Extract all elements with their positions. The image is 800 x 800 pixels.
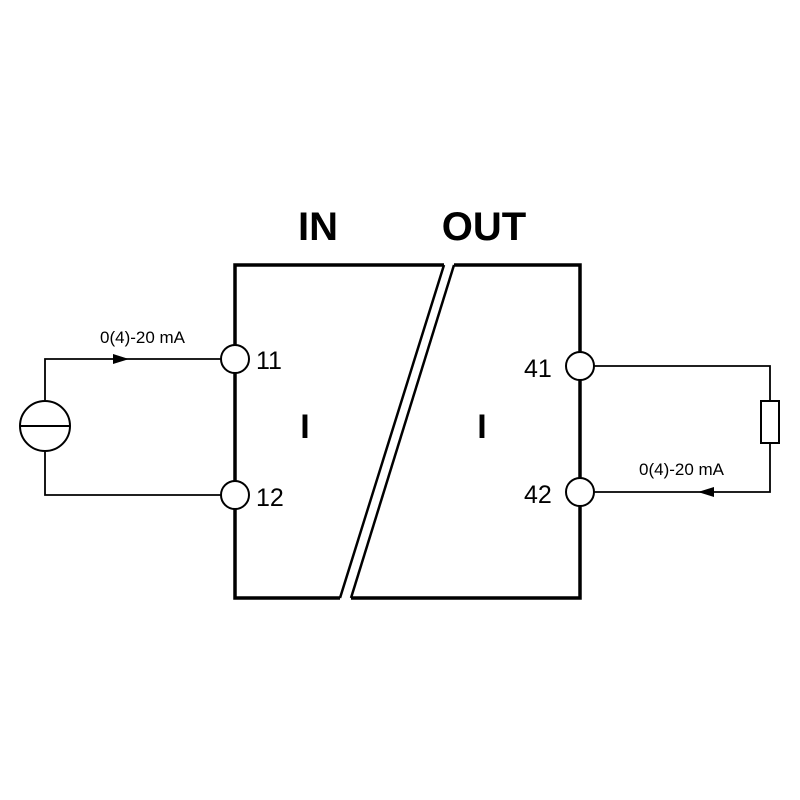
output-signal-label: 0(4)-20 mA	[639, 460, 725, 479]
in-title: IN	[298, 205, 338, 249]
terminal-41-label: 41	[524, 355, 552, 383]
input-wire-top	[44, 358, 221, 400]
output-block-outline	[351, 263, 582, 600]
terminal-11-icon	[220, 344, 250, 374]
terminal-41-icon	[565, 351, 595, 381]
output-wire-top	[594, 365, 771, 401]
input-block-outline	[233, 263, 444, 600]
terminal-12-label: 12	[256, 484, 284, 512]
isolation-barrier-left	[338, 264, 446, 599]
input-current-symbol: I	[300, 408, 309, 446]
terminal-42-label: 42	[524, 481, 552, 509]
out-title: OUT	[442, 205, 526, 249]
terminal-12-icon	[220, 480, 250, 510]
input-signal-label: 0(4)-20 mA	[100, 328, 186, 347]
terminal-11-label: 11	[256, 347, 282, 375]
terminal-42-icon	[565, 477, 595, 507]
input-wire-bottom	[44, 452, 221, 496]
output-current-arrow	[698, 487, 714, 497]
output-wire-bottom	[594, 443, 771, 493]
load-resistor-icon	[760, 400, 780, 444]
input-current-arrow	[113, 354, 129, 364]
output-current-symbol: I	[477, 408, 486, 446]
isolation-barrier-right	[349, 264, 456, 599]
